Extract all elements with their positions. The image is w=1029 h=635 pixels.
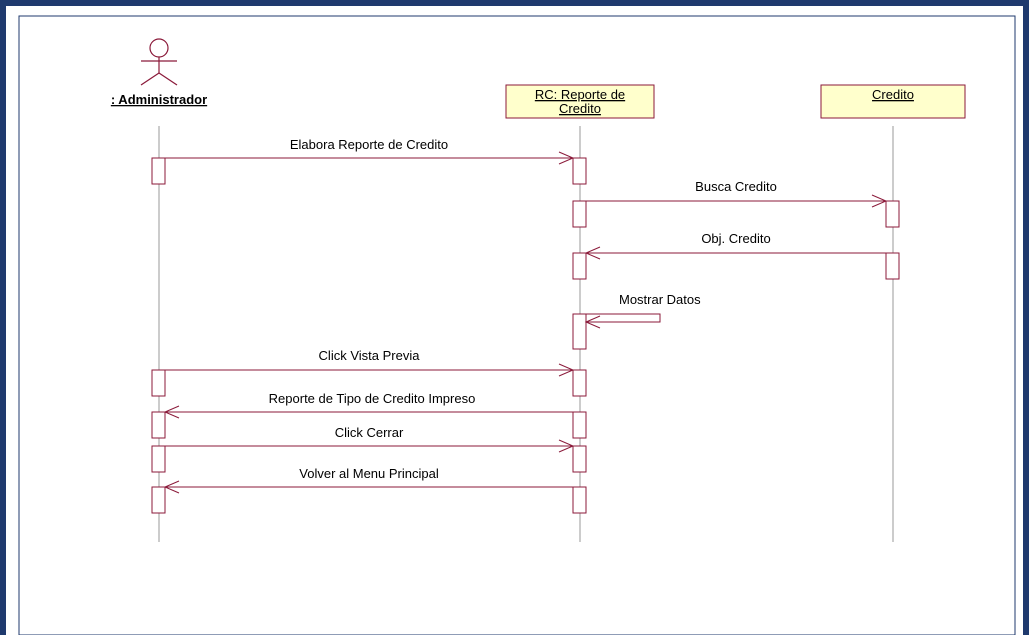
- activation-box: [572, 445, 587, 473]
- activation-box: [572, 252, 587, 280]
- message-label: Busca Credito: [695, 179, 777, 194]
- activation-box: [572, 369, 587, 397]
- activation-box: [885, 252, 900, 280]
- arrowhead-icon: [163, 480, 180, 494]
- activation-box: [885, 200, 900, 228]
- arrowhead-icon: [871, 194, 888, 208]
- activation-box: [572, 157, 587, 185]
- message-label: Reporte de Tipo de Credito Impreso: [269, 391, 476, 406]
- activation-box: [151, 157, 166, 185]
- arrowhead-icon: [558, 363, 575, 377]
- activation-box: [151, 486, 166, 514]
- participant-box-rc: [505, 84, 655, 119]
- participant-label-rc-line2: Credito: [559, 101, 601, 116]
- message-label: Elabora Reporte de Credito: [290, 137, 448, 152]
- participant-box-credito: [820, 84, 966, 119]
- message-label: Mostrar Datos: [619, 292, 701, 307]
- message-label: Click Cerrar: [335, 425, 404, 440]
- participant-label-administrador: : Administrador: [111, 92, 207, 107]
- activation-box: [151, 369, 166, 397]
- message-label: Obj. Credito: [701, 231, 770, 246]
- activation-box: [572, 486, 587, 514]
- activation-box: [572, 200, 587, 228]
- arrowhead-icon: [558, 439, 575, 453]
- diagram-border: [18, 15, 1016, 635]
- arrowhead-icon: [584, 315, 601, 329]
- activation-box: [151, 411, 166, 439]
- arrowhead-icon: [163, 405, 180, 419]
- message-label: Click Vista Previa: [319, 348, 421, 363]
- activation-box: [151, 445, 166, 473]
- actor-icon: [140, 38, 178, 86]
- activation-box: [572, 313, 587, 350]
- arrowhead-icon: [558, 151, 575, 165]
- participant-label-rc-line1: RC: Reporte de: [535, 87, 625, 102]
- arrowhead-icon: [584, 246, 601, 260]
- participant-label-credito: Credito: [872, 87, 914, 102]
- message-arrow-mostrar: [586, 313, 661, 323]
- message-label: Volver al Menu Principal: [299, 466, 439, 481]
- activation-box: [572, 411, 587, 439]
